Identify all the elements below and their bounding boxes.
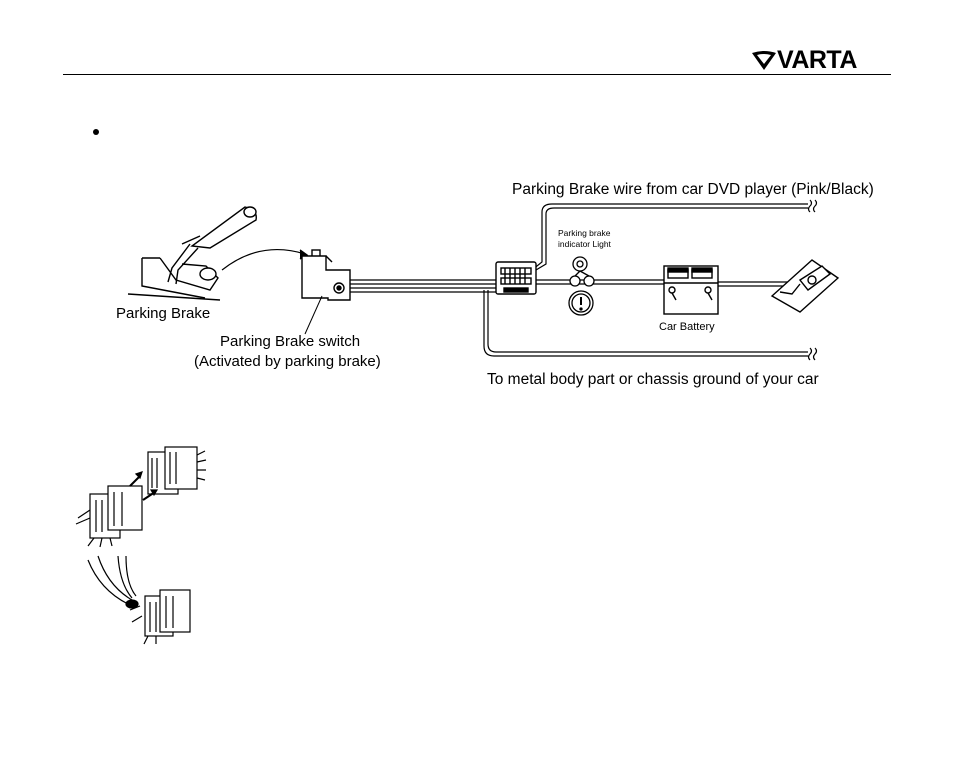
label-indicator-line-1: Parking brake [558,228,611,238]
header-rule [63,74,891,75]
harness-wires [350,203,808,357]
varta-logo: VARTA [750,46,892,74]
car-battery-illustration [663,265,719,315]
label-ground: To metal body part or chassis ground of … [487,371,819,388]
parking-brake-lever-illustration [127,206,309,301]
label-switch-line-2: (Activated by parking brake) [194,353,381,370]
label-parking-brake: Parking Brake [116,305,210,322]
harness-connector [495,261,537,295]
iso-connector-illustration-1 [75,446,207,548]
bullet-point [93,129,99,135]
label-indicator-line-2: indicator Light [558,239,612,249]
indicator-light-illustration [569,256,595,287]
switch-pointer-line [304,295,323,335]
label-switch-line-1: Parking Brake switch [220,333,360,350]
brake-warning-icon [568,290,594,316]
pliers-connector-illustration-2 [87,555,191,645]
parking-brake-switch-illustration [301,249,351,301]
varta-shield-icon [752,51,776,70]
label-parking-brake-wire: Parking Brake wire from car DVD player (… [512,181,874,198]
brand-name: VARTA [777,46,857,74]
wire-break-marks [807,199,818,361]
label-car-battery: Car Battery [659,321,715,333]
chassis-ground-illustration [770,259,840,313]
